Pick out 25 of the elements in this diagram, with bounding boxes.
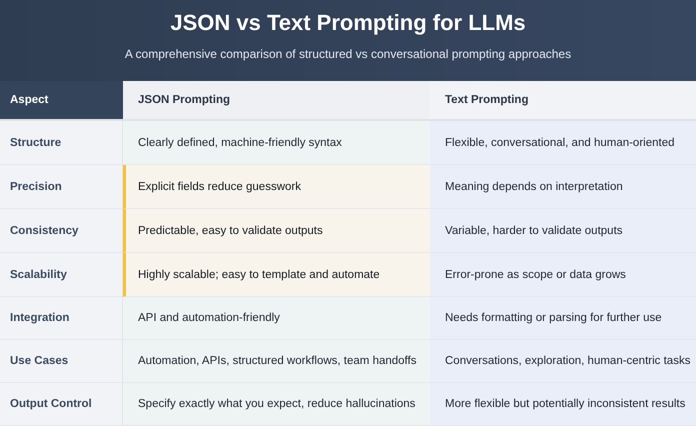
table-cell: Predictable, easy to validate outputs: [123, 209, 430, 253]
row-header: Precision: [0, 165, 123, 209]
column-header: JSON Prompting: [123, 81, 430, 121]
table-cell: Explicit fields reduce guesswork: [123, 165, 430, 209]
table-cell: Clearly defined, machine-friendly syntax: [123, 121, 430, 165]
table-cell: Highly scalable; easy to template and automate: [123, 253, 430, 297]
title: JSON vs Text Prompting for LLMs: [169, 10, 527, 36]
table-cell: Conversations, exploration, human-centric tasks: [430, 340, 696, 383]
column-header: Aspect: [0, 81, 123, 121]
table-cell: Automation, APIs, structured workflows, team handoffs: [123, 340, 430, 383]
row-header: Integration: [0, 297, 123, 340]
table-cell: Meaning depends on interpretation: [430, 165, 696, 209]
table-cell: Needs formatting or parsing for further use: [430, 297, 696, 340]
row-header: Use Cases: [0, 340, 123, 383]
table-cell: More flexible but potentially inconsistent results: [430, 383, 696, 426]
row-header: Output Control: [0, 383, 123, 426]
subtitle: A comprehensive comparison of structured vs conversational prompting approaches: [124, 47, 572, 61]
table-cell: Variable, harder to validate outputs: [430, 209, 696, 253]
table-cell: Flexible, conversational, and human-oriented: [430, 121, 696, 165]
row-header: Consistency: [0, 209, 123, 253]
table-cell: API and automation-friendly: [123, 297, 430, 340]
row-header: Structure: [0, 121, 123, 165]
table-cell: Specify exactly what you expect, reduce hallucinations: [123, 383, 430, 426]
row-header: Scalability: [0, 253, 123, 297]
table-cell: Error-prone as scope or data grows: [430, 253, 696, 297]
